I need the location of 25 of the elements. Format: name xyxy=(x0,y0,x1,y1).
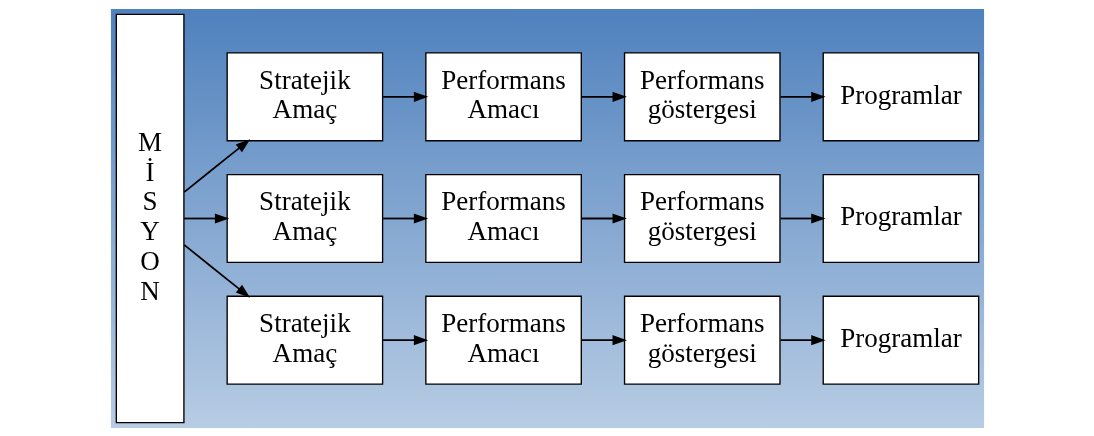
arrow xyxy=(381,334,428,345)
arrow xyxy=(381,213,428,223)
arrow xyxy=(182,243,250,298)
node-box: Programlar xyxy=(822,173,979,263)
arrow xyxy=(580,91,627,102)
arrow xyxy=(381,91,428,102)
node-box: Performans göstergesi xyxy=(623,51,781,141)
node-box: Programlar xyxy=(822,295,979,385)
node-box: Programlar xyxy=(822,51,979,141)
node-box: Performans göstergesi xyxy=(623,295,781,385)
node-box: MİSYON xyxy=(115,13,185,423)
arrow xyxy=(580,334,627,345)
node-box: Performans Amacı xyxy=(424,295,582,385)
node-box: Stratejik Amaç xyxy=(226,51,383,141)
arrow xyxy=(779,91,826,102)
arrow xyxy=(779,334,826,345)
node-box: Performans Amacı xyxy=(424,51,582,141)
node-box: Stratejik Amaç xyxy=(226,173,383,263)
arrow xyxy=(182,138,250,193)
arrow xyxy=(182,213,229,223)
node-box: Stratejik Amaç xyxy=(226,295,383,385)
arrow xyxy=(779,213,826,223)
node-box: Performans Amacı xyxy=(424,173,582,263)
node-box: Performans göstergesi xyxy=(623,173,781,263)
arrow xyxy=(580,213,627,223)
